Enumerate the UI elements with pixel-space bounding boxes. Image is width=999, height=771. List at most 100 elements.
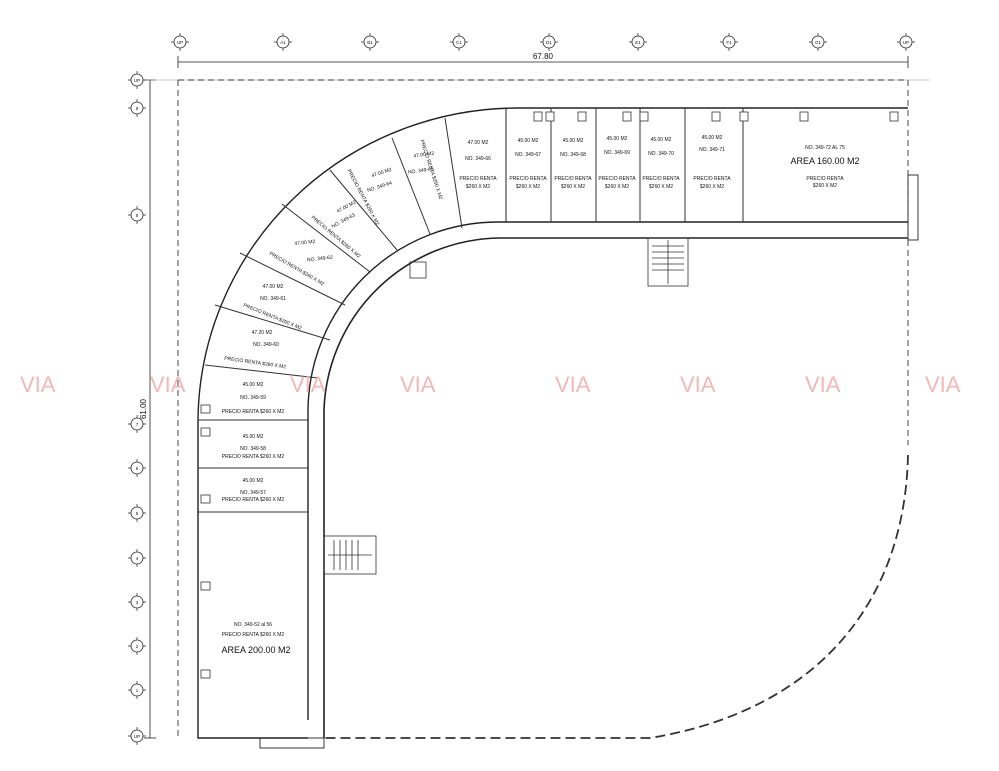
unit-349-61: 47.00 M2 NO. 349-61 PRECIO RENTA $260 X … (242, 284, 302, 332)
svg-text:45.00 M2: 45.00 M2 (563, 138, 584, 144)
watermark-5: VIA (680, 372, 716, 397)
svg-text:$260 X M2: $260 X M2 (649, 184, 673, 190)
unit-349-70: 45.00 M2 NO. 349-70 PRECIO RENTA $260 X … (642, 137, 680, 190)
svg-text:47.20 M2: 47.20 M2 (252, 330, 273, 336)
svg-text:$260 X M2: $260 X M2 (813, 183, 837, 189)
svg-text:NO. 349-52 al 56: NO. 349-52 al 56 (234, 622, 272, 628)
building-outline (197, 107, 919, 749)
svg-text:$260 X M2: $260 X M2 (561, 184, 585, 190)
svg-text:NO. 349-63: NO. 349-63 (331, 212, 357, 230)
unit-349-52-56: NO. 349-52 al 56 PRECIO RENTA $260 X M2 … (221, 622, 290, 655)
svg-text:B1: B1 (367, 40, 373, 45)
svg-text:NO. 349-60: NO. 349-60 (253, 342, 279, 348)
grid-marker-left-4: 6 (128, 459, 146, 477)
unit-349-58: 45.00 M2 NO. 349-58 PRECIO RENTA $260 X … (222, 434, 285, 460)
svg-text:NO. 349-70: NO. 349-70 (648, 151, 674, 157)
svg-text:NO. 349-62: NO. 349-62 (307, 255, 334, 264)
svg-text:47.00 M2: 47.00 M2 (413, 151, 435, 160)
svg-text:NO. 349-71: NO. 349-71 (699, 147, 725, 153)
svg-text:$260 X M2: $260 X M2 (700, 184, 724, 190)
watermark-3: VIA (400, 372, 436, 397)
restroom-fixtures (200, 111, 899, 679)
unit-partitions (198, 108, 744, 513)
svg-text:PRECIO RENTA: PRECIO RENTA (598, 176, 636, 182)
svg-text:PRECIO RENTA $260 X M2: PRECIO RENTA $260 X M2 (222, 632, 285, 638)
watermark-0: VIA (20, 372, 56, 397)
svg-text:NO. 349-59: NO. 349-59 (240, 395, 266, 401)
svg-text:NO. 349-67: NO. 349-67 (515, 152, 541, 158)
svg-text:45.00 M2: 45.00 M2 (243, 478, 264, 484)
grid-marker-left-6: 4 (128, 549, 146, 567)
elevator-box (409, 261, 427, 279)
grid-marker-left-2: 8 (128, 206, 146, 224)
svg-text:7: 7 (136, 422, 139, 427)
svg-text:G1: G1 (815, 40, 822, 45)
svg-text:PRECIO RENTA: PRECIO RENTA (509, 176, 547, 182)
svg-text:$260 X M2: $260 X M2 (516, 184, 540, 190)
grid-marker-top-6: F1 (720, 33, 738, 51)
svg-text:NO. 349-66: NO. 349-66 (465, 156, 491, 162)
unit-349-59: 45.00 M2 NO. 349-59 PRECIO RENTA $260 X … (222, 382, 285, 415)
svg-text:PRECIO RENTA $260 X M2: PRECIO RENTA $260 X M2 (222, 409, 285, 415)
svg-text:E1: E1 (635, 40, 641, 45)
svg-text:NO. 349-64: NO. 349-64 (366, 180, 393, 194)
stair-right (647, 237, 689, 287)
unit-349-67: 45.00 M2 NO. 349-67 PRECIO RENTA $260 X … (509, 138, 547, 190)
grid-marker-left-8: 2 (128, 637, 146, 655)
watermark-4: VIA (555, 372, 591, 397)
grid-marker-left-5: 5 (128, 504, 146, 522)
svg-text:PRECIO RENTA $260 X M2: PRECIO RENTA $260 X M2 (242, 303, 302, 332)
svg-text:NO. 349-72 AL 75: NO. 349-72 AL 75 (805, 145, 845, 151)
unit-349-62: 47.00 M2 NO. 349-62 PRECIO RENTA $260 X … (268, 239, 333, 288)
grid-marker-top-2: B1 (361, 33, 379, 51)
svg-text:45.00 M2: 45.00 M2 (518, 138, 539, 144)
svg-text:9: 9 (136, 106, 139, 111)
svg-text:47.00 M2: 47.00 M2 (263, 284, 284, 290)
watermark-6: VIA (805, 372, 841, 397)
svg-text:6: 6 (136, 466, 139, 471)
unit-349-69: 45.00 M2 NO. 349-69 PRECIO RENTA $260 X … (598, 136, 636, 190)
svg-text:F1: F1 (726, 40, 732, 45)
svg-text:PRECIO RENTA: PRECIO RENTA (806, 176, 844, 182)
svg-text:UP: UP (134, 734, 140, 739)
watermark-7: VIA (925, 372, 961, 397)
svg-text:PRECIO RENTA: PRECIO RENTA (459, 176, 497, 182)
svg-text:PRECIO RENTA $260 X M2: PRECIO RENTA $260 X M2 (222, 497, 285, 503)
svg-text:UP: UP (134, 78, 140, 83)
svg-text:4: 4 (136, 556, 139, 561)
svg-text:47.00 M2: 47.00 M2 (371, 167, 393, 179)
svg-text:PRECIO RENTA: PRECIO RENTA (554, 176, 592, 182)
watermark-2: VIA (290, 372, 326, 397)
grid-marker-top-8: UP (897, 33, 915, 51)
dimension-width: 67.80 (533, 52, 554, 61)
svg-text:PRECIO RENTA $260 X M2: PRECIO RENTA $260 X M2 (222, 454, 285, 460)
dimension-height: 61.00 (139, 398, 148, 419)
svg-text:3: 3 (136, 600, 139, 605)
svg-text:AREA 200.00 M2: AREA 200.00 M2 (221, 645, 290, 655)
svg-text:NO. 349-57: NO. 349-57 (240, 490, 266, 496)
svg-text:5: 5 (136, 511, 139, 516)
stair-left (323, 535, 377, 575)
grid-marker-left-3: 7 (128, 415, 146, 433)
svg-text:NO. 349-58: NO. 349-58 (240, 446, 266, 452)
svg-text:AREA 160.00 M2: AREA 160.00 M2 (790, 156, 859, 166)
svg-text:45.00 M2: 45.00 M2 (243, 382, 264, 388)
unit-349-72-75: NO. 349-72 AL 75 AREA 160.00 M2 PRECIO R… (790, 145, 859, 189)
grid-marker-left-7: 3 (128, 593, 146, 611)
svg-text:1: 1 (136, 688, 139, 693)
grid-marker-top-3: C1 (450, 33, 468, 51)
svg-text:NO. 349-68: NO. 349-68 (560, 152, 586, 158)
svg-text:47.00 M2: 47.00 M2 (468, 140, 489, 146)
svg-text:47.00 M2: 47.00 M2 (294, 239, 316, 247)
grid-marker-top-1: A1 (274, 33, 292, 51)
unit-349-68: 45.00 M2 NO. 349-68 PRECIO RENTA $260 X … (554, 138, 592, 190)
unit-349-71: 45.00 M2 NO. 349-71 PRECIO RENTA $260 X … (693, 135, 731, 190)
svg-text:A1: A1 (280, 40, 286, 45)
unit-349-60: 47.20 M2 NO. 349-60 PRECIO RENTA $260 X … (224, 330, 287, 370)
svg-text:PRECIO RENTA: PRECIO RENTA (642, 176, 680, 182)
svg-text:NO. 349-65: NO. 349-65 (408, 166, 435, 176)
svg-text:UP: UP (903, 40, 909, 45)
